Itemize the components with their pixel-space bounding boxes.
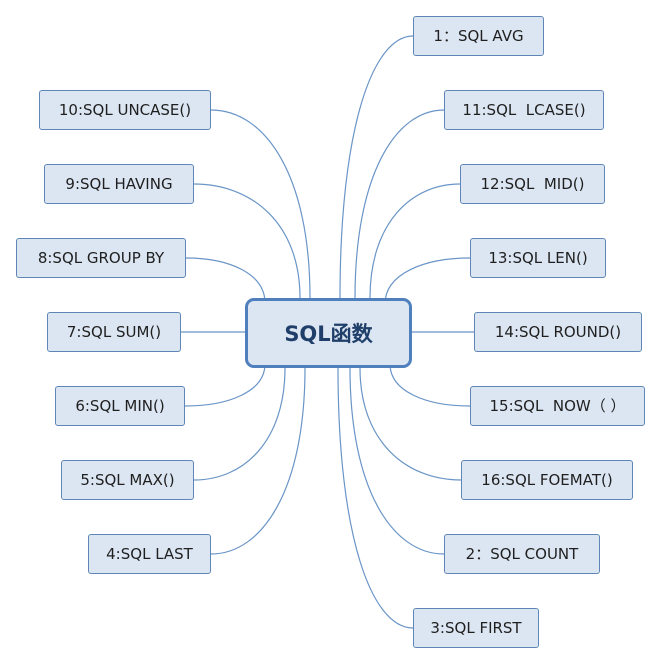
connector-right-2 (349, 367, 445, 555)
connector-right-16 (359, 367, 462, 481)
node-now[interactable]: 15:SQL NOW（ ） (470, 386, 645, 426)
node-min[interactable]: 6:SQL MIN() (55, 386, 185, 426)
central-topic-node[interactable]: SQL函数 (245, 298, 412, 368)
connector-left-5 (193, 367, 286, 481)
node-max[interactable]: 5:SQL MAX() (61, 460, 194, 500)
connector-right-11 (354, 109, 445, 299)
node-round[interactable]: 14:SQL ROUND() (474, 312, 642, 352)
node-uncase[interactable]: 10:SQL UNCASE() (39, 90, 211, 130)
connector-left-8 (185, 257, 266, 304)
connector-left-6 (184, 363, 266, 407)
node-count[interactable]: 2：SQL COUNT (444, 534, 600, 574)
node-having[interactable]: 9:SQL HAVING (44, 164, 194, 204)
node-sum[interactable]: 7:SQL SUM() (47, 312, 181, 352)
connector-right-3 (337, 367, 414, 629)
node-mid[interactable]: 12:SQL MID() (460, 164, 605, 204)
node-last[interactable]: 4:SQL LAST (88, 534, 211, 574)
node-first[interactable]: 3:SQL FIRST (413, 608, 539, 648)
node-lcase[interactable]: 11:SQL LCASE() (444, 90, 604, 130)
node-format[interactable]: 16:SQL FOEMAT() (461, 460, 633, 500)
connector-right-13 (384, 257, 471, 305)
node-group-by[interactable]: 8:SQL GROUP BY (16, 238, 186, 278)
connector-left-10 (210, 109, 311, 299)
connector-right-12 (369, 183, 461, 299)
connector-right-1 (339, 35, 414, 299)
connector-right-15 (389, 363, 471, 407)
node-avg[interactable]: 1：SQL AVG (413, 16, 544, 56)
node-len[interactable]: 13:SQL LEN() (470, 238, 606, 278)
connector-left-4 (210, 367, 306, 555)
connector-left-9 (193, 183, 301, 299)
